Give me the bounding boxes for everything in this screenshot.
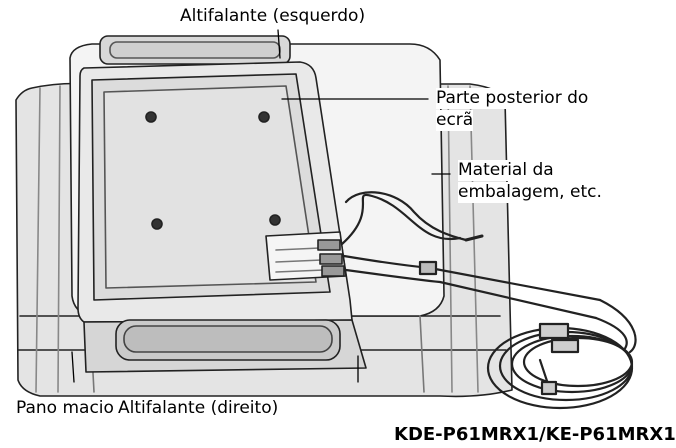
mount-screw <box>151 218 163 230</box>
speaker-left <box>99 35 291 65</box>
mount-screw <box>145 111 157 123</box>
label-speaker-left: Altifalante (esquerdo) <box>180 6 366 27</box>
tv-base <box>83 319 367 373</box>
label-screen-rear-line1: Parte posterior do <box>436 88 589 109</box>
cables <box>340 191 637 410</box>
mount-screw <box>269 214 281 226</box>
label-packing-line2: embalagem, etc. <box>458 182 602 203</box>
tv-placement-illustration <box>15 29 637 410</box>
label-screen-rear-line2: ecrã <box>436 110 474 131</box>
label-soft-cloth: Pano macio <box>16 398 114 419</box>
label-speaker-right: Altifalante (direito) <box>118 398 279 419</box>
connector-panel <box>265 231 347 281</box>
tv-back-panel <box>77 61 353 323</box>
model-number: KDE-P61MRX1/KE-P61MRX1 <box>394 424 676 445</box>
mount-screw <box>258 111 270 123</box>
label-packing-line1: Material da <box>458 160 554 181</box>
leader-lines <box>71 29 451 383</box>
